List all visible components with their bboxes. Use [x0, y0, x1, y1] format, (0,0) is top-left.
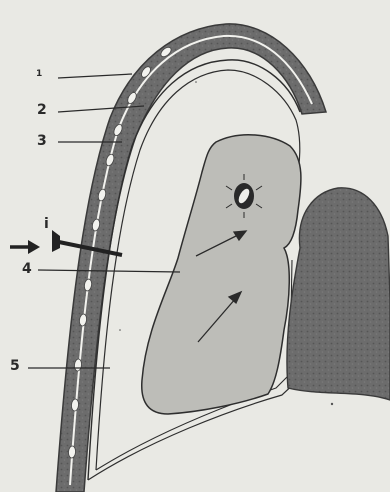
label-4: 4: [22, 262, 32, 276]
label-i: i: [44, 217, 49, 231]
label-5: 5: [10, 359, 20, 373]
label-1: 1: [36, 70, 42, 79]
mediastinum: [287, 188, 390, 400]
label-2: 2: [37, 103, 47, 117]
label-3: 3: [37, 134, 47, 148]
